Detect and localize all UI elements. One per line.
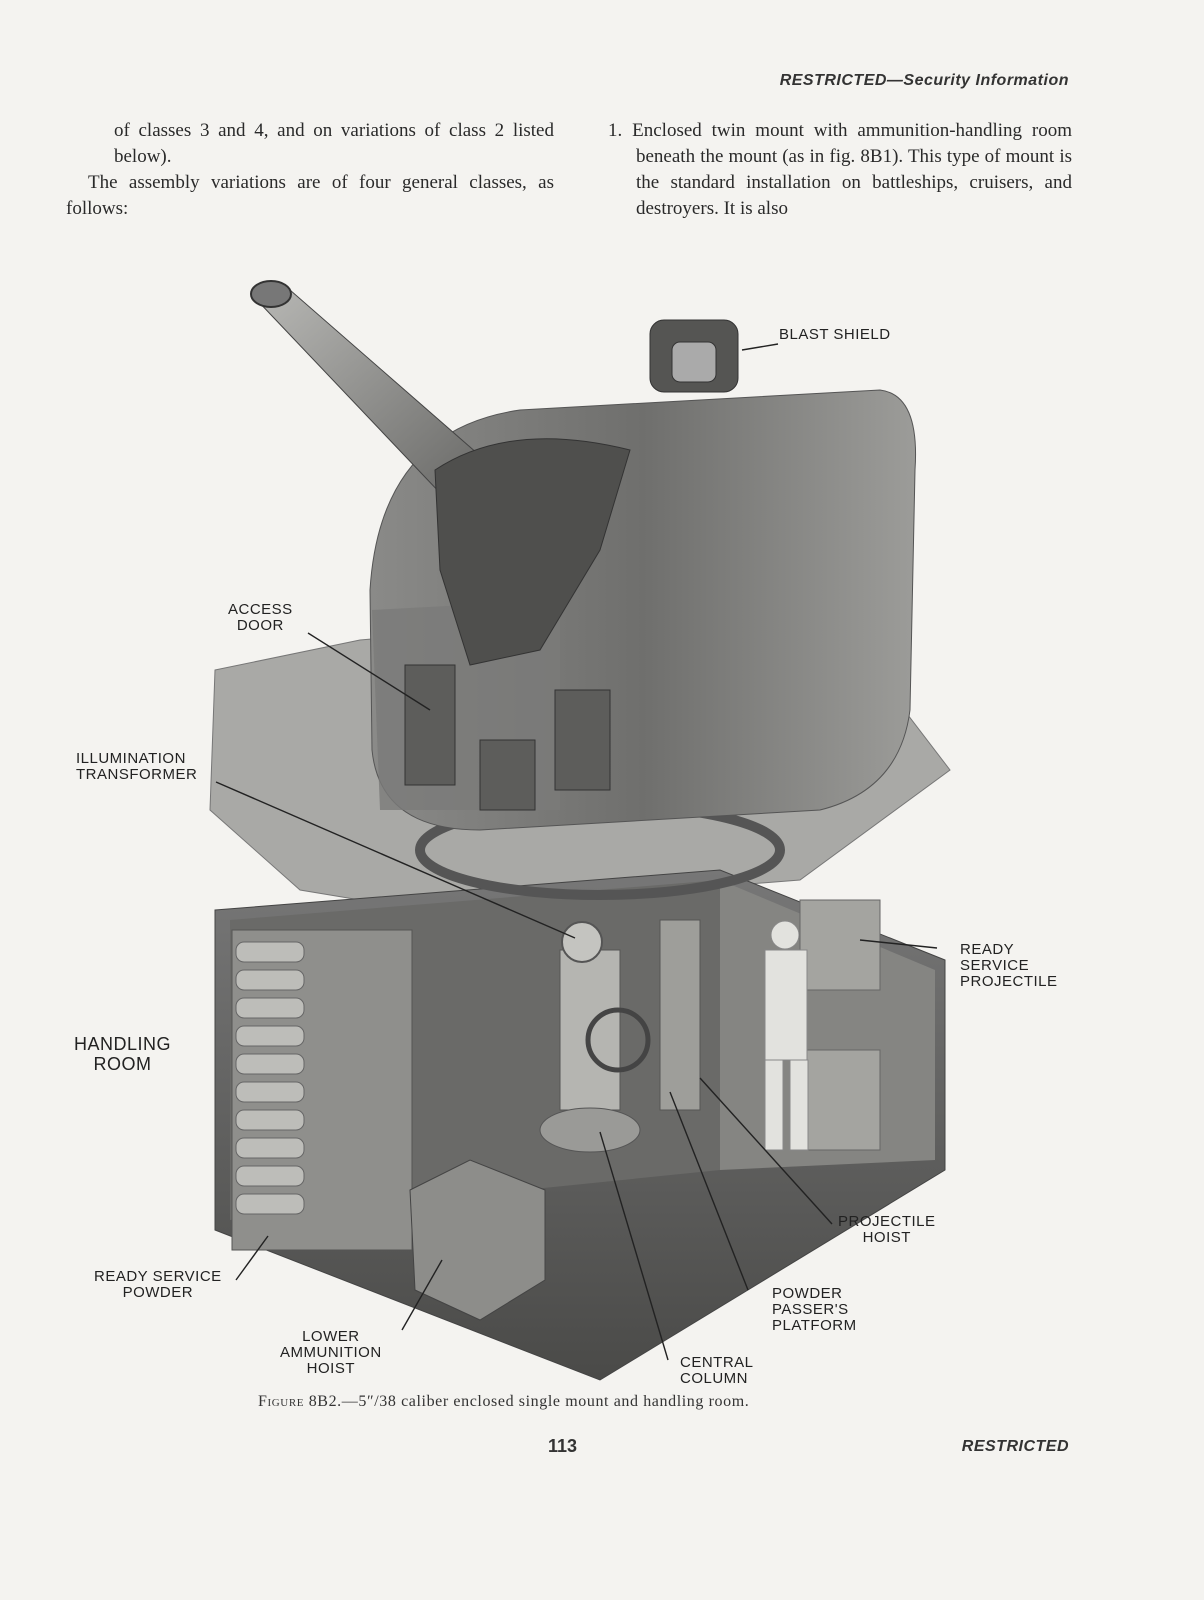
leader-lines: [215, 343, 938, 1361]
label-central-column: CENTRAL COLUMN: [680, 1354, 754, 1387]
label-projectile-hoist: PROJECTILE HOIST: [838, 1213, 936, 1246]
access-door-center: [479, 739, 536, 811]
caption-prefix: Figure 8B2.: [258, 1393, 342, 1410]
right-list-item-1: 1. Enclosed twin mount with ammunition-h…: [608, 120, 1072, 219]
powder-cans: [235, 941, 305, 1215]
figure-caption: Figure 8B2.—5″/38 caliber enclosed singl…: [258, 1393, 958, 1411]
page-number: 113: [548, 1436, 578, 1456]
handwheel: [585, 1007, 651, 1073]
access-door-left: [404, 664, 456, 786]
sailor-figure: [764, 920, 809, 1151]
gun-mount-illustration: BLAST SHIELD ACCESS DOOR ILLUMINATION TR…: [0, 270, 1204, 1410]
left-paragraph-variations: The assembly variations are of four gene…: [66, 172, 554, 219]
left-paragraph-continuation: of classes 3 and 4, and on variations of…: [114, 120, 554, 167]
right-column: 1. Enclosed twin mount with ammunition-h…: [608, 118, 1072, 222]
label-handling-room: HANDLING ROOM: [74, 1034, 172, 1074]
gun-bloomer: [434, 438, 631, 666]
label-ready-service-powder: READY SERVICE POWDER: [94, 1268, 222, 1301]
projectile-hoist: [659, 919, 701, 1111]
projectile-rack-lower: [799, 1049, 881, 1151]
label-blast-shield: BLAST SHIELD: [779, 326, 891, 343]
gun-mount-drawing: [209, 280, 951, 1381]
access-door-right: [554, 689, 611, 791]
transformer: [561, 921, 603, 963]
projectile-rack-upper: [799, 899, 881, 991]
header-classification: RESTRICTED—Security Information: [779, 72, 1069, 89]
caption-text: —5″/38 caliber enclosed single mount and…: [341, 1393, 750, 1410]
blast-shield-window: [671, 341, 717, 383]
central-column-base: [539, 1107, 641, 1153]
left-column: of classes 3 and 4, and on variations of…: [66, 118, 554, 222]
label-powder-passers-platform: POWDER PASSER'S PLATFORM: [772, 1285, 857, 1334]
label-lower-ammunition-hoist: LOWER AMMUNITION HOIST: [280, 1328, 382, 1377]
label-access-door: ACCESS DOOR: [228, 601, 293, 634]
label-illumination-transformer: ILLUMINATION TRANSFORMER: [76, 750, 198, 783]
barrel-muzzle: [250, 280, 292, 308]
lower-ammunition-hoist: [409, 1159, 546, 1321]
footer-classification: RESTRICTED: [961, 1438, 1069, 1455]
label-ready-service-projectile: READY SERVICE PROJECTILE: [960, 941, 1058, 990]
